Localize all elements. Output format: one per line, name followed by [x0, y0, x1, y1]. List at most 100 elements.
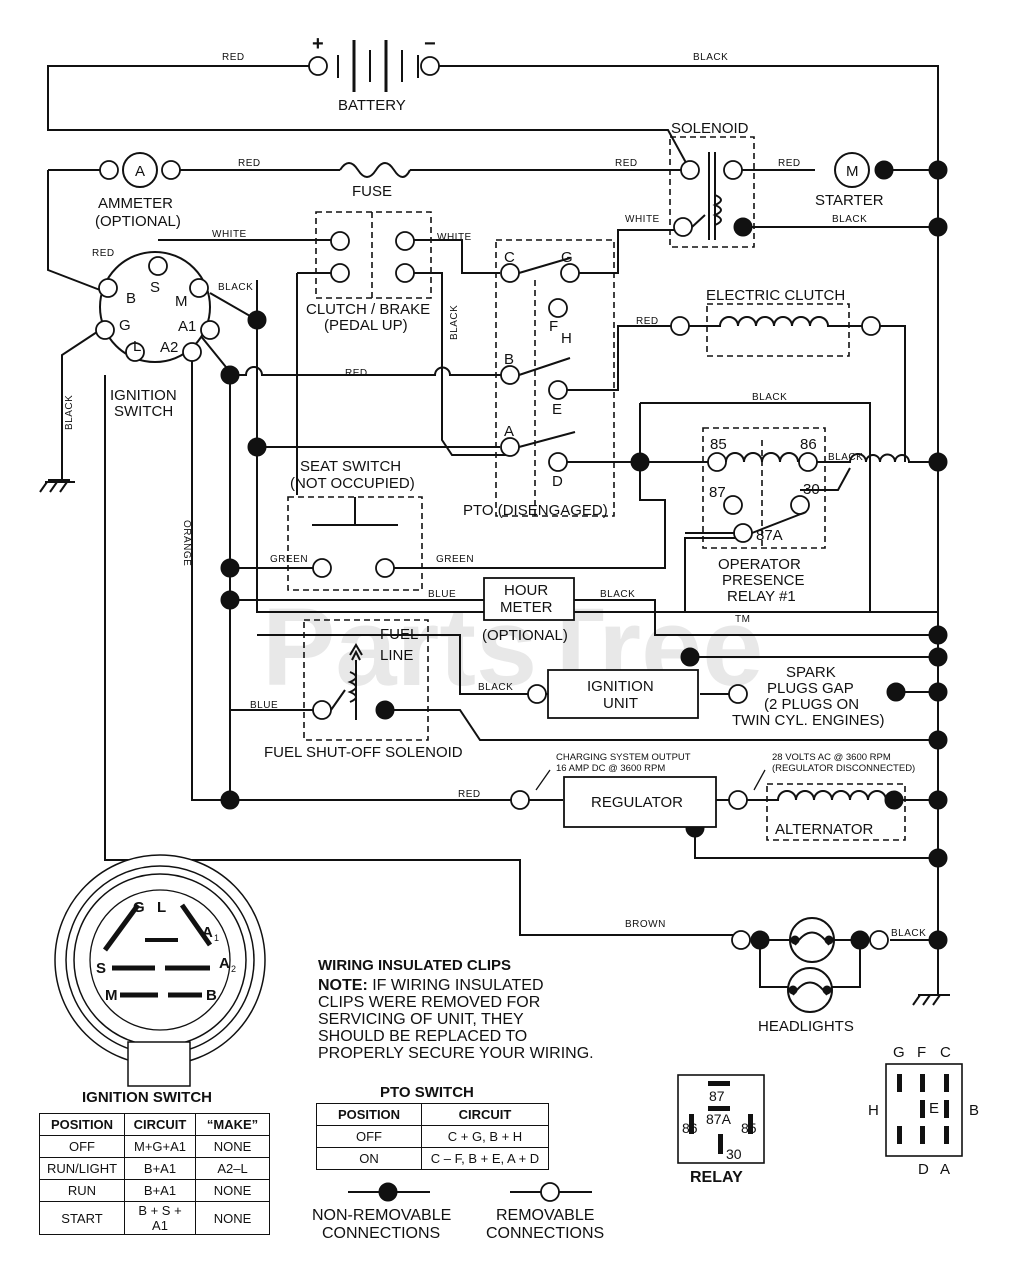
relay-label-1: OPERATOR [718, 556, 801, 573]
relay-legend-title: RELAY [690, 1169, 743, 1186]
fuse-label: FUSE [352, 183, 392, 200]
table-cell: B + S + A1 [124, 1201, 196, 1235]
table-cell: A2–L [195, 1157, 270, 1180]
wire-label-green: GREEN [436, 554, 474, 565]
relay-legend-86: 86 [682, 1120, 698, 1136]
ignition-switch: S B M G A1 L A2 IGNITION SWITCH [95, 251, 220, 420]
seat-switch: SEAT SWITCH (NOT OCCUPIED) [287, 458, 423, 591]
alternator-volts-label-1: 28 VOLTS AC @ 3600 RPM [772, 752, 891, 763]
table-header-row: POSITION CIRCUIT “MAKE” [39, 1113, 270, 1136]
note-line-1-text: IF WIRING INSULATED [368, 977, 544, 994]
table-header: CIRCUIT [421, 1103, 549, 1126]
wire-label-red: RED [238, 158, 261, 169]
relay-terminal-86: 86 [800, 436, 817, 453]
wire-label-orange: ORANGE [181, 520, 192, 566]
pto-legend-f: F [917, 1044, 926, 1061]
headlights-label: HEADLIGHTS [758, 1018, 854, 1035]
wire-label-black: BLACK [449, 305, 460, 340]
operator-presence-relay: 85 86 87 30 87A OPERATOR PRESENCE RELAY … [685, 427, 826, 605]
wire-label-white: WHITE [625, 214, 660, 225]
key-a1: A [202, 924, 213, 941]
table-cell: B+A1 [124, 1157, 196, 1180]
wire-label-red: RED [778, 158, 801, 169]
ignition-unit: IGNITION UNIT [527, 669, 748, 719]
relay-label-2: PRESENCE [722, 572, 805, 589]
note-line-5: PROPERLY SECURE YOUR WIRING. [318, 1045, 594, 1062]
ignition-terminal-g: G [119, 317, 131, 334]
legend-removable-1: REMOVABLE [496, 1207, 594, 1224]
pto-legend-c: C [940, 1044, 951, 1061]
alternator-volts-label-2: (REGULATOR DISCONNECTED) [772, 763, 915, 774]
table-row: ON C – F, B + E, A + D [316, 1147, 549, 1170]
starter: M STARTER [815, 152, 894, 209]
table-cell: RUN/LIGHT [39, 1157, 125, 1180]
note-line-1: NOTE: IF WIRING INSULATED [318, 977, 544, 994]
key-a2: A [219, 955, 230, 972]
table-row: RUN/LIGHT B+A1 A2–L [39, 1157, 270, 1180]
ignition-switch-key-diagram: G L A 1 A 2 S M B [54, 854, 266, 1087]
ignition-table-title: IGNITION SWITCH [82, 1089, 212, 1106]
pto-legend-g: G [893, 1044, 905, 1061]
table-header: CIRCUIT [124, 1113, 196, 1136]
pto-terminal-a: A [504, 423, 514, 440]
legend-removable-2: CONNECTIONS [486, 1225, 604, 1242]
spark-label-1: SPARK [786, 664, 836, 681]
clutch-brake-label: CLUTCH / BRAKE [306, 301, 430, 318]
legend-nonremovable-1: NON-REMOVABLE [312, 1207, 451, 1224]
wire-label-red: RED [92, 248, 115, 259]
table-header: POSITION [316, 1103, 422, 1126]
note-line-2: CLIPS WERE REMOVED FOR [318, 994, 540, 1011]
relay-legend: 87 87A 86 85 30 RELAY [677, 1074, 765, 1186]
alternator: ALTERNATOR [747, 783, 906, 841]
relay-terminal-87: 87 [709, 484, 726, 501]
pto-switch: C G F H B E A D PTO (DISENGAGED) [463, 239, 615, 519]
spark-label-4: TWIN CYL. ENGINES) [732, 712, 885, 729]
hour-meter-label-1: HOUR [504, 582, 548, 599]
table-cell: C – F, B + E, A + D [421, 1147, 549, 1170]
relay-legend-30: 30 [726, 1146, 742, 1162]
ammeter: A AMMETER (OPTIONAL) [95, 152, 181, 230]
battery: + − BATTERY [308, 33, 440, 114]
wire-label-black: BLACK [752, 392, 787, 403]
pto-terminal-e: E [552, 401, 562, 418]
battery-plus: + [312, 33, 324, 55]
wire-label-green: GREEN [270, 554, 308, 565]
key-b: B [206, 987, 217, 1004]
wire-label-black: BLACK [693, 52, 728, 63]
wire-label-blue: BLUE [250, 700, 278, 711]
relay-label-3: RELAY #1 [727, 588, 796, 605]
key-l: L [157, 899, 166, 916]
connection-legend: NON-REMOVABLE CONNECTIONS REMOVABLE CONN… [312, 1182, 604, 1242]
wire-label-black: BLACK [218, 282, 253, 293]
regulator: REGULATOR CHARGING SYSTEM OUTPUT 16 AMP … [510, 752, 915, 828]
starter-symbol: M [846, 163, 859, 180]
battery-label: BATTERY [338, 97, 406, 114]
pto-terminal-g: G [561, 249, 573, 266]
fuel-solenoid-label: FUEL SHUT-OFF SOLENOID [264, 744, 463, 761]
ammeter-symbol: A [135, 163, 145, 180]
ignition-terminal-l: L [133, 338, 141, 355]
ignition-switch-label2: SWITCH [114, 403, 173, 420]
pto-switch-table: POSITION CIRCUIT OFF C + G, B + H ON C –… [316, 1103, 549, 1170]
pto-legend-d: D [918, 1161, 929, 1178]
pto-terminal-d: D [552, 473, 563, 490]
pto-terminal-c: C [504, 249, 515, 266]
wire-label-red: RED [636, 316, 659, 327]
table-header-row: POSITION CIRCUIT [316, 1103, 549, 1126]
table-cell: OFF [39, 1135, 125, 1158]
alternator-label: ALTERNATOR [775, 821, 874, 838]
ignition-terminal-s: S [150, 279, 160, 296]
pto-table-title: PTO SWITCH [380, 1084, 474, 1101]
table-cell: NONE [195, 1179, 270, 1202]
relay-terminal-87a: 87A [756, 527, 783, 544]
pto-legend-b: B [969, 1102, 979, 1119]
ammeter-label: AMMETER [98, 195, 173, 212]
seat-switch-label: SEAT SWITCH [300, 458, 401, 475]
ignition-terminal-a1: A1 [178, 318, 196, 335]
ignition-switch-label: IGNITION [110, 387, 177, 404]
note-line-3: SERVICING OF UNIT, THEY [318, 1011, 524, 1028]
table-cell: ON [316, 1147, 422, 1170]
pto-label: PTO (DISENGAGED) [463, 502, 608, 519]
clutch-brake-switch: CLUTCH / BRAKE (PEDAL UP) [306, 211, 432, 334]
pto-legend-e: E [929, 1100, 939, 1117]
